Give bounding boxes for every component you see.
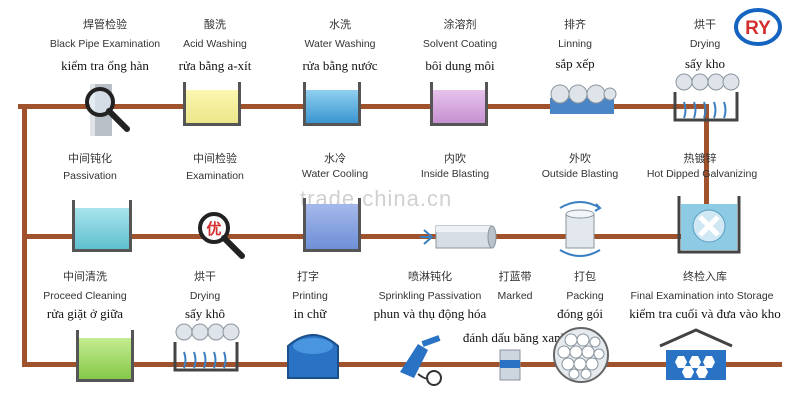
step-label-zh: 排齐	[564, 18, 586, 31]
step-label-zh: 喷淋钝化	[408, 270, 452, 283]
step-label-vi: phun và thụ động hóa	[373, 306, 487, 321]
step-label-zh: 打蓝带	[498, 270, 532, 283]
step-label-zh: 热镀锌	[683, 152, 717, 165]
inside-blast-icon	[420, 225, 497, 249]
step-label-vi: sấy kho	[684, 56, 726, 71]
warehouse-icon	[659, 328, 733, 380]
step-label-en: Inside Blasting	[420, 168, 490, 180]
company-logo: RY	[734, 8, 782, 46]
step-label-en: Final Examination into Storage	[630, 290, 774, 302]
step-label-vi: in chữ	[293, 306, 327, 321]
pipe-rows-icon	[550, 84, 617, 114]
step-label-en: Water Washing	[304, 38, 376, 50]
step-label-zh: 打包	[574, 270, 596, 283]
step-label-zh: 内吹	[444, 152, 466, 165]
step-label-zh: 水洗	[329, 18, 351, 31]
step-label-en: Acid Washing	[183, 38, 247, 50]
outside-blast-icon	[559, 201, 602, 257]
magnifier-icon	[85, 84, 130, 136]
step-label-en: Examination	[186, 170, 244, 182]
step-label-vi: rửa bằng nước	[302, 58, 378, 73]
dryer-icon	[173, 323, 240, 372]
step-label-en: Black Pipe Examination	[49, 38, 161, 50]
step-label-en: Drying	[189, 290, 221, 302]
green-tank-icon	[76, 330, 134, 382]
step-label-en: Hot Dipped Galvanizing	[646, 168, 758, 180]
blue-tank-icon	[303, 82, 361, 126]
step-label-en: Sprinkling Passivation	[378, 290, 482, 302]
step-label-zh: 水冷	[324, 152, 346, 165]
teal-tank-icon	[72, 200, 132, 252]
step-label-vi: kiểm tra cuối và đưa vào kho	[629, 306, 781, 321]
dryer-icon	[673, 73, 740, 122]
step-label-zh: 外吹	[569, 152, 591, 165]
step-label-vi: sấy khô	[184, 306, 226, 321]
quality-magnifier-icon: 优	[198, 212, 245, 259]
step-label-zh: 烘干	[694, 18, 716, 31]
step-label-vi: bôi dung môi	[425, 58, 495, 73]
step-label-en: Drying	[689, 38, 721, 50]
step-label-zh: 烘干	[194, 270, 216, 283]
step-label-en: Passivation	[63, 170, 117, 182]
step-label-zh: 打字	[297, 270, 319, 283]
step-label-vi: sắp xếp	[555, 56, 595, 71]
step-label-en: Packing	[566, 290, 604, 302]
step-label-zh: 酸洗	[204, 18, 226, 31]
step-label-zh: 焊管检验	[83, 18, 127, 31]
spray-gun-icon	[400, 335, 442, 386]
step-label-vi: đóng gói	[557, 306, 603, 321]
step-label-zh: 终检入库	[683, 270, 727, 283]
step-label-vi: rửa giặt ở giữa	[46, 306, 124, 321]
step-label-zh: 中间清洗	[63, 270, 107, 283]
step-label-vi: đánh dấu băng xanh	[462, 330, 568, 345]
galvanizing-tank-icon	[677, 196, 741, 254]
step-label-en: Outside Blasting	[541, 168, 619, 180]
flow-line-row1	[18, 104, 708, 109]
step-label-en: Solvent Coating	[422, 38, 498, 50]
step-label-zh: 中间检验	[193, 152, 237, 165]
step-label-zh: 中间钝化	[68, 152, 112, 165]
purple-tank-icon	[430, 82, 488, 126]
step-label-vi: rửa bằng a-xít	[178, 58, 252, 73]
step-label-en: Linning	[558, 38, 592, 50]
step-label-vi: kiểm tra ống hàn	[61, 58, 149, 73]
quality-badge: 优	[206, 220, 221, 238]
flow-line-row2	[22, 234, 712, 239]
yellow-tank-icon	[183, 82, 241, 126]
bundle-icon	[553, 327, 609, 383]
logo-text: RY	[745, 18, 771, 39]
flow-line-left-connector	[22, 104, 27, 239]
step-label-en: Water Cooling	[301, 168, 369, 180]
blue-band-icon	[499, 349, 521, 381]
flow-line-row3	[22, 362, 782, 367]
flow-line-left-connector-2	[22, 234, 27, 364]
printing-drum-icon	[287, 334, 339, 379]
step-label-en: Proceed Cleaning	[43, 290, 127, 302]
step-label-en: Marked	[497, 290, 533, 302]
step-label-zh: 涂溶剂	[443, 18, 477, 31]
cooling-tank-icon	[303, 198, 361, 252]
flow-line-right-connector	[704, 104, 709, 214]
step-label-en: Printing	[292, 290, 328, 302]
